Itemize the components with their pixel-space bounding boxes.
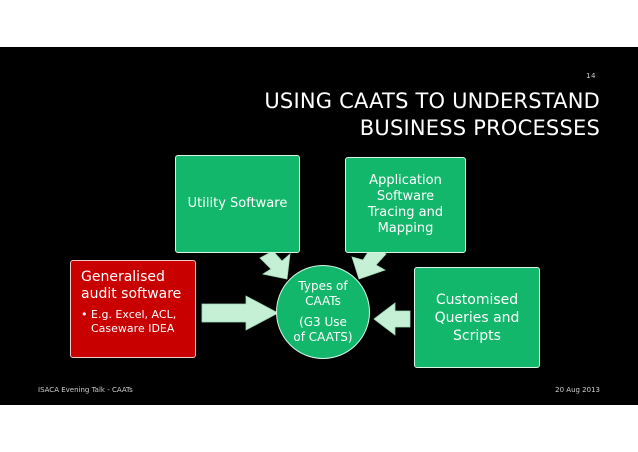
connector-arrows bbox=[201, 245, 411, 336]
slide-title: USING CAATS TO UNDERSTAND BUSINESS PROCE… bbox=[170, 88, 600, 142]
node-application-line-4: Mapping bbox=[377, 221, 434, 236]
node-application-line-1: Application bbox=[369, 173, 442, 188]
center-sub-line-1: (G3 Use bbox=[299, 315, 347, 329]
node-application-line-2: Software bbox=[376, 189, 435, 204]
node-generalised-bullet-line-1: E.g. Excel, ACL, bbox=[91, 308, 177, 321]
node-customised-line-2: Queries and bbox=[434, 309, 520, 326]
node-generalised-heading-line-1: Generalised bbox=[81, 269, 165, 285]
bullet-marker: • bbox=[81, 308, 88, 321]
footer-left: ISACA Evening Talk - CAATs bbox=[38, 386, 133, 394]
node-generalised-bullet-line-2: Caseware IDEA bbox=[91, 322, 175, 335]
arrow-application-to-center bbox=[351, 245, 387, 280]
title-line-2: BUSINESS PROCESSES bbox=[359, 116, 600, 140]
node-customised-line-1: Customised bbox=[435, 291, 519, 308]
title-line-1: USING CAATS TO UNDERSTAND bbox=[264, 89, 600, 113]
arrow-generalised-to-center bbox=[201, 295, 279, 331]
node-utility-software: Utility Software bbox=[175, 155, 300, 253]
arrow-customised-to-center bbox=[373, 302, 411, 336]
footer-date: 20 Aug 2013 bbox=[555, 386, 600, 394]
node-customised-line-3: Scripts bbox=[453, 327, 501, 344]
node-customised-queries: Customised Queries and Scripts bbox=[414, 267, 540, 368]
node-generalised-heading: Generalised audit software bbox=[81, 269, 187, 303]
node-utility-label: Utility Software bbox=[187, 196, 288, 211]
node-generalised-heading-line-2: audit software bbox=[81, 286, 182, 302]
slide: 14 USING CAATS TO UNDERSTAND BUSINESS PR… bbox=[0, 47, 638, 405]
center-line-1: Types of bbox=[298, 279, 348, 293]
arrow-utility-to-center bbox=[259, 250, 291, 280]
slide-number: 14 bbox=[586, 72, 596, 80]
center-line-2: CAATs bbox=[305, 294, 341, 308]
node-application-software: Application Software Tracing and Mapping bbox=[345, 157, 466, 253]
node-generalised-bullet-text: E.g. Excel, ACL, Caseware IDEA bbox=[91, 308, 176, 336]
node-generalised-bullet: • E.g. Excel, ACL, Caseware IDEA bbox=[81, 308, 187, 336]
center-sub-line-2: of CAATS) bbox=[293, 330, 353, 344]
node-application-line-3: Tracing and bbox=[367, 205, 444, 220]
center-types-of-caats: Types of CAATs (G3 Use of CAATS) bbox=[276, 265, 370, 359]
node-generalised-audit-software: Generalised audit software • E.g. Excel,… bbox=[70, 260, 196, 358]
